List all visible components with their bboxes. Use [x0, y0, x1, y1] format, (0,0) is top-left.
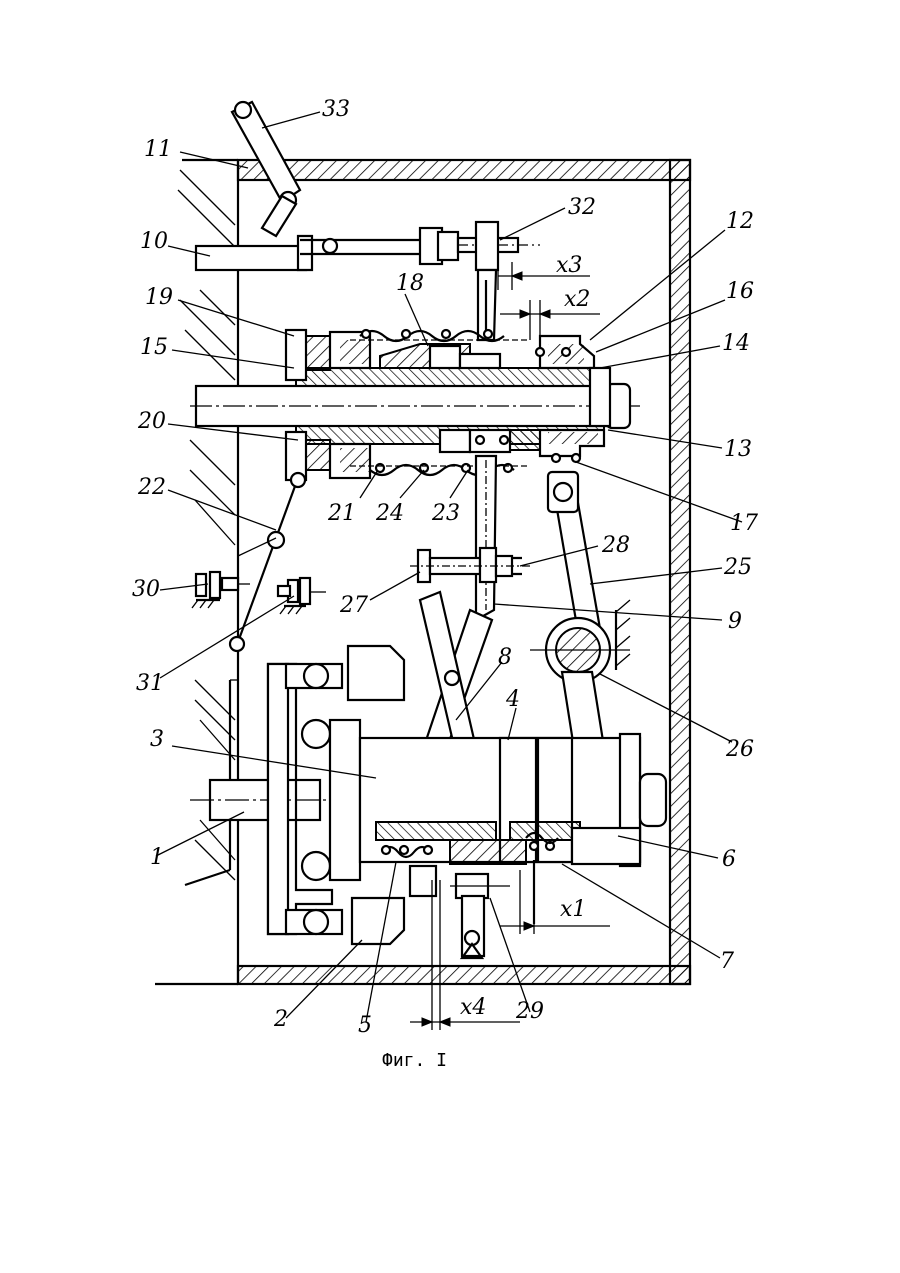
label-11: 11 — [144, 137, 172, 162]
dimension-x1 — [500, 870, 610, 934]
label-29: 29 — [515, 999, 544, 1024]
arm-32 — [476, 222, 498, 340]
label-x1: x1 — [560, 897, 586, 922]
label-5: 5 — [358, 1013, 372, 1038]
label-7: 7 — [720, 949, 734, 974]
sensor-30 — [192, 572, 250, 608]
sensor-31 — [278, 578, 326, 614]
ground-hatching — [178, 170, 238, 885]
label-9: 9 — [728, 609, 742, 634]
label-17: 17 — [730, 511, 758, 536]
label-30: 30 — [132, 577, 160, 602]
label-33: 33 — [322, 97, 350, 122]
label-21: 21 — [327, 501, 356, 526]
label-18: 18 — [396, 271, 424, 296]
lever-9 — [476, 456, 496, 620]
label-32: 32 — [568, 195, 596, 220]
label-28: 28 — [601, 533, 630, 558]
lever-22 — [230, 473, 305, 651]
label-16: 16 — [726, 279, 754, 304]
label-x2: x2 — [564, 287, 590, 312]
label-14: 14 — [722, 331, 750, 356]
label-15: 15 — [140, 335, 168, 360]
label-6: 6 — [722, 847, 736, 872]
label-2: 2 — [273, 1007, 288, 1032]
label-31: 31 — [136, 671, 164, 696]
label-22: 22 — [137, 475, 166, 500]
label-3: 3 — [150, 727, 164, 752]
main-shaft-assembly — [190, 330, 640, 480]
pin-27-28 — [410, 548, 530, 582]
label-13: 13 — [724, 437, 752, 462]
label-12: 12 — [726, 209, 754, 234]
label-1: 1 — [150, 845, 164, 870]
label-10: 10 — [140, 229, 168, 254]
clutch-body-3-4 — [360, 734, 666, 924]
label-25: 25 — [723, 555, 752, 580]
label-24: 24 — [375, 501, 404, 526]
label-26: 26 — [725, 737, 754, 762]
label-27: 27 — [339, 593, 368, 618]
figure-caption: Фиг. I — [382, 1050, 447, 1071]
label-20: 20 — [137, 409, 166, 434]
label-x4: x4 — [460, 995, 486, 1020]
label-19: 19 — [145, 285, 173, 310]
label-23: 23 — [431, 501, 460, 526]
label-8: 8 — [498, 645, 512, 670]
label-x3: x3 — [556, 253, 582, 278]
label-4: 4 — [505, 687, 520, 712]
